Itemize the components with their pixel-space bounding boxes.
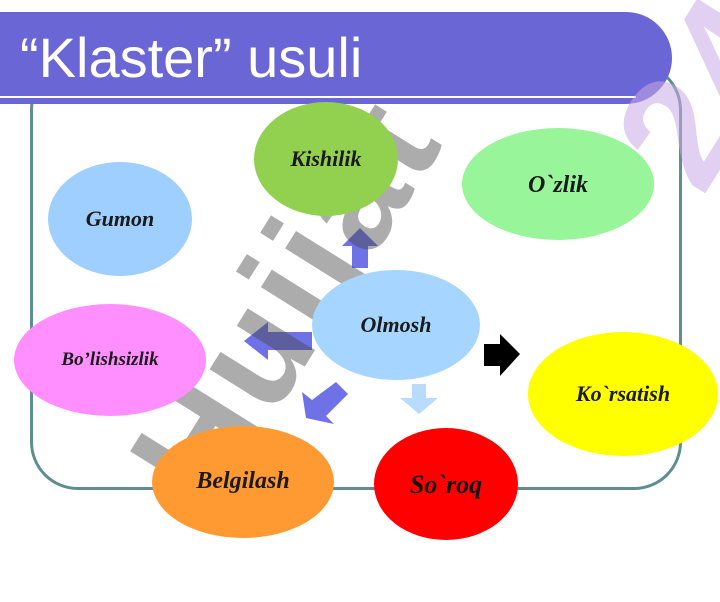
bubble-korsatish: Ko`rsatish (528, 332, 718, 456)
bubble-olmosh-label: Olmosh (360, 312, 432, 337)
bubble-bolishsizlik-label: Bo’lishsizlik (61, 349, 159, 370)
bubble-ozlik-label: O`zlik (528, 172, 588, 198)
title-underline (0, 96, 636, 98)
bubble-kishilik: Kishilik (254, 102, 398, 216)
bubble-ozlik: O`zlik (462, 128, 654, 240)
bubble-belgilash-label: Belgilash (196, 468, 290, 494)
title-bar: “Klaster” usuli (0, 12, 672, 104)
bubble-korsatish-label: Ko`rsatish (575, 381, 671, 406)
arrow-to-bolishsizlik (244, 322, 312, 360)
arrow-to-korsatish (484, 334, 520, 376)
bubble-kishilik-label: Kishilik (290, 146, 362, 171)
bubble-olmosh: Olmosh (312, 270, 480, 380)
arrow-to-soroq (400, 384, 438, 414)
bubble-belgilash: Belgilash (152, 426, 334, 538)
bubble-bolishsizlik: Bo’lishsizlik (14, 304, 206, 416)
slide-title: “Klaster” usuli (20, 26, 363, 89)
arrow-to-belgilash (302, 382, 348, 424)
bubble-gumon: Gumon (48, 162, 192, 276)
bubble-soroq: So`roq (374, 428, 518, 540)
arrow-to-kishilik (342, 228, 378, 268)
bubble-soroq-label: So`roq (409, 470, 483, 499)
connector-arrows (244, 228, 520, 424)
bubble-gumon-label: Gumon (85, 206, 155, 231)
